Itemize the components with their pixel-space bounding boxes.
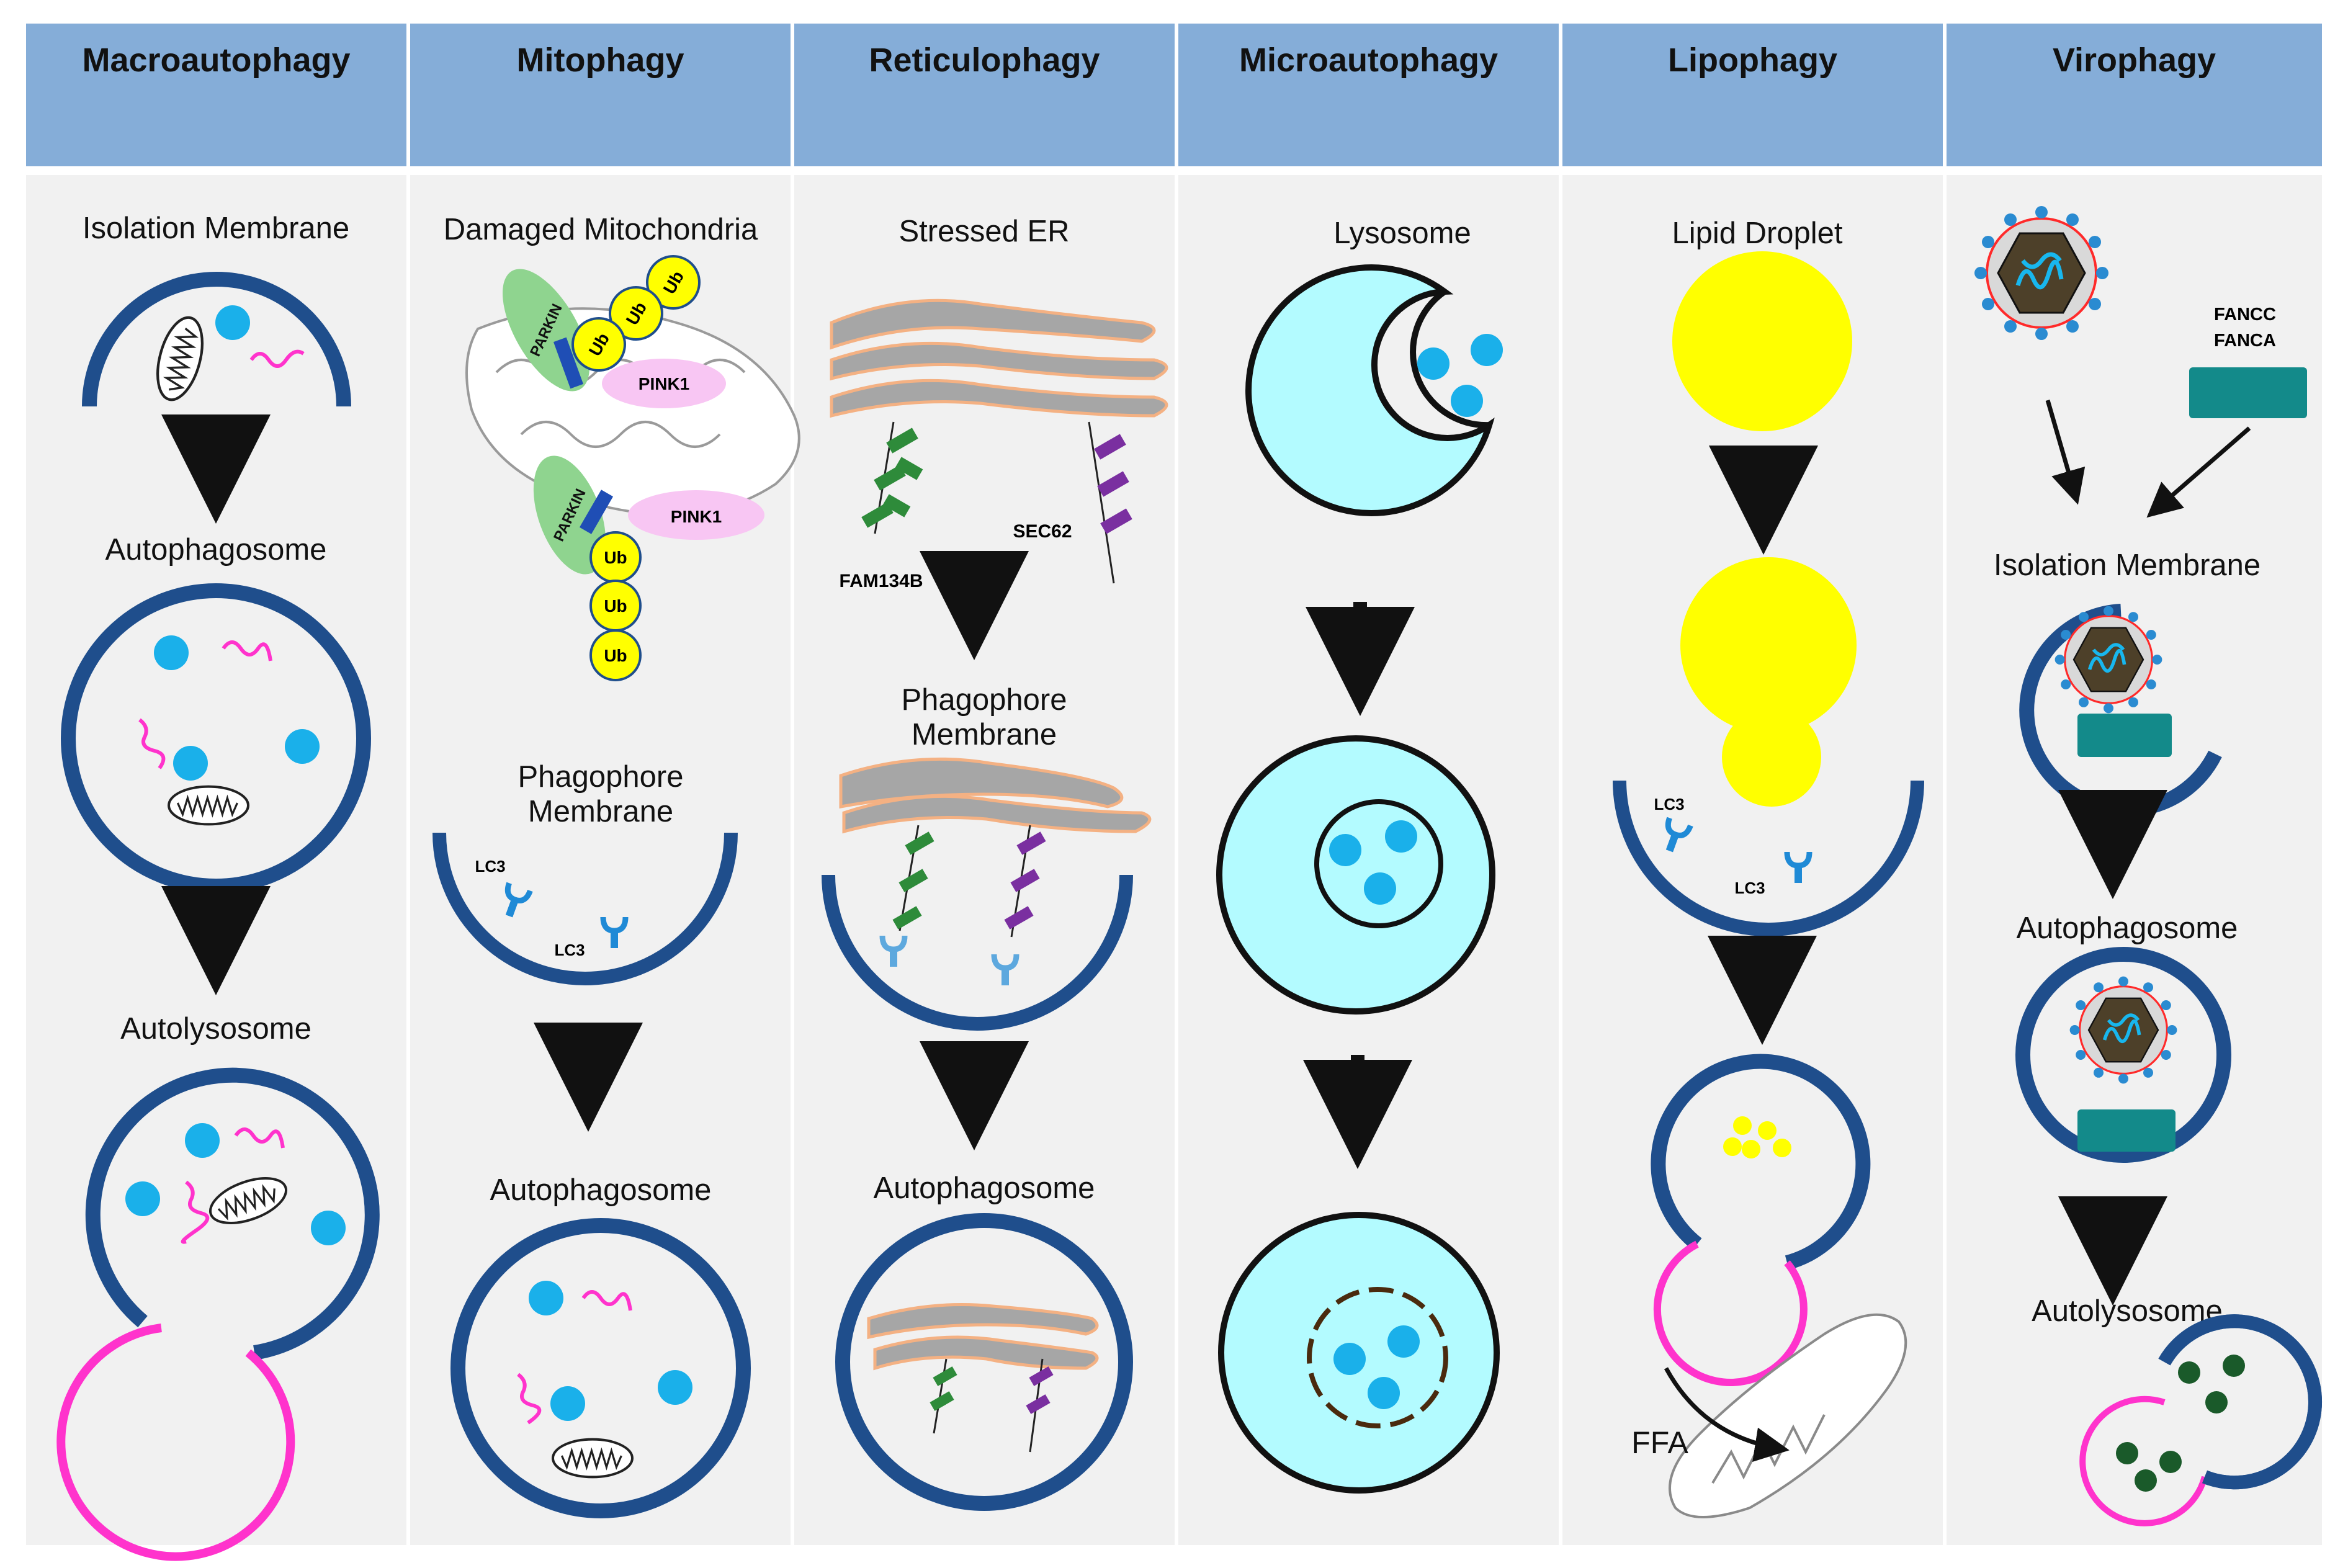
label-lipid-droplet: Lipid Droplet — [1672, 217, 1843, 250]
column-title-lipophagy: Lipophagy — [1668, 42, 1837, 79]
ubiquitin-chain-bottom: Ub Ub Ub — [589, 531, 642, 681]
svg-text:PINK1: PINK1 — [639, 374, 689, 393]
virus-autolysosome — [2079, 1314, 2323, 1526]
svg-text:PINK1: PINK1 — [671, 507, 722, 526]
mitochondrion-icon — [150, 313, 210, 405]
autophagosome — [835, 1213, 1133, 1511]
label-autophagosome: Autophagosome — [105, 533, 327, 567]
column-title-mitophagy: Mitophagy — [516, 42, 684, 79]
autophagosome — [61, 583, 371, 894]
autolysosome-fusion — [56, 1067, 380, 1561]
ubiquitin-chain-top: Ub Ub Ub — [571, 255, 701, 372]
header-cell-1 — [26, 24, 406, 166]
virus-isolation-membrane — [2019, 604, 2222, 817]
label-autophagosome: Autophagosome — [873, 1172, 1095, 1205]
column-title-microautophagy: Microautophagy — [1239, 42, 1499, 79]
misfolded-protein — [249, 349, 305, 368]
stressed-er — [830, 298, 1168, 418]
header-cell-3 — [794, 24, 1175, 166]
label-phagophore-membrane: Phagophore Membrane — [901, 683, 1067, 752]
label-fanca: FANCA — [2214, 331, 2276, 351]
er-phagophore — [822, 757, 1152, 1031]
lipid-droplet — [1672, 251, 1852, 431]
isolation-membrane-cup — [82, 272, 351, 407]
column-title-reticulophagy: Reticulophagy — [869, 42, 1100, 79]
label-autophagosome: Autophagosome — [490, 1173, 712, 1207]
virus-autophagosome — [2015, 947, 2231, 1163]
column-title-virophagy: Virophagy — [2052, 42, 2216, 79]
svg-text:LC3: LC3 — [1734, 879, 1765, 897]
svg-text:LC3: LC3 — [554, 941, 585, 959]
svg-text:LC3: LC3 — [475, 857, 505, 876]
lysosome-engulfing — [1245, 264, 1503, 517]
lysosome-with-vesicle — [1216, 735, 1495, 1015]
header-cell-5 — [1562, 24, 1943, 166]
label-stressed-er: Stressed ER — [898, 215, 1070, 248]
header-cell-6 — [1947, 24, 2322, 166]
label-ffa: FFA — [1631, 1425, 1688, 1460]
svg-text:Ub: Ub — [604, 596, 627, 616]
cargo-protein — [215, 305, 250, 340]
label-isolation-membrane: Isolation Membrane — [1993, 549, 2261, 582]
parkin-top: PARKIN — [503, 269, 589, 392]
sec62-receptor: SEC62 — [1013, 421, 1132, 584]
parkin-bottom: PARKIN — [533, 455, 614, 575]
lipid-autolysosome — [1651, 1054, 1871, 1386]
ffa-arrow — [1664, 1367, 1790, 1462]
label-lysosome: Lysosome — [1333, 217, 1471, 250]
pink1-bottom: PINK1 — [628, 490, 764, 540]
phagophore-membrane-cup: LC3 LC3 — [432, 832, 738, 985]
svg-text:LC3: LC3 — [1654, 795, 1684, 813]
autophagosome — [450, 1218, 751, 1518]
svg-text:Ub: Ub — [604, 646, 627, 665]
svg-text:Ub: Ub — [604, 548, 627, 567]
lysosome-degrading — [1218, 1212, 1500, 1494]
label-isolation-membrane: Isolation Membrane — [82, 212, 350, 245]
label-phagophore-membrane: Phagophore Membrane — [518, 760, 684, 829]
fam134b-receptor: FAM134B — [839, 421, 923, 591]
label-damaged-mitochondria: Damaged Mitochondria — [443, 213, 758, 246]
header-cell-4 — [1178, 24, 1559, 166]
label-autophagosome: Autophagosome — [2016, 912, 2238, 945]
pink1-top: PINK1 — [602, 359, 726, 408]
fanc-protein — [2189, 367, 2307, 418]
svg-text:FAM134B: FAM134B — [839, 571, 923, 591]
virus-particle — [1974, 206, 2108, 340]
header-cell-2 — [410, 24, 791, 166]
svg-text:SEC62: SEC62 — [1013, 521, 1072, 542]
arrow — [2045, 400, 2086, 505]
column-title-macroautophagy: Macroautophagy — [82, 42, 351, 79]
arrow — [2146, 426, 2251, 518]
label-fancc: FANCC — [2214, 305, 2276, 325]
label-autolysosome: Autolysosome — [120, 1012, 311, 1046]
lipid-droplet-engulfed: LC3 LC3 — [1613, 557, 1924, 936]
